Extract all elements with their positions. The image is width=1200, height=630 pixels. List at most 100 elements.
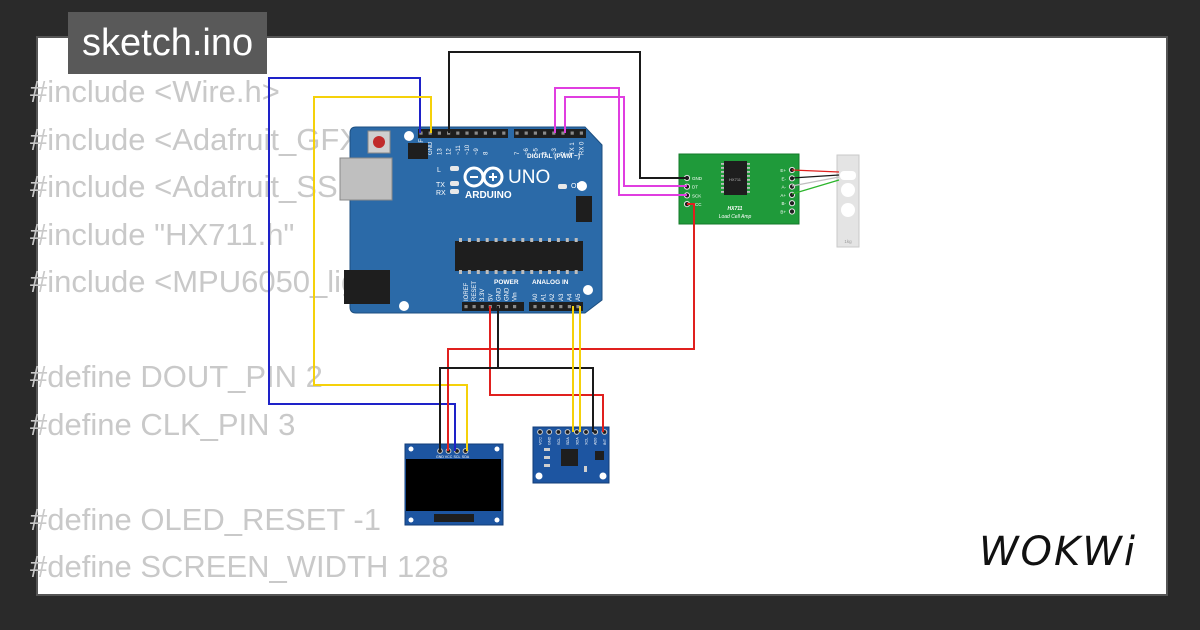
chip-pin — [476, 270, 480, 274]
header-pin[interactable] — [552, 131, 556, 135]
header-pin[interactable] — [533, 305, 537, 309]
code-line: #define OLED_RESET -1 — [30, 501, 381, 537]
header-pin[interactable] — [504, 305, 509, 309]
mount-hole — [583, 285, 593, 295]
header-pin[interactable] — [419, 131, 423, 135]
header-pin[interactable] — [576, 305, 580, 309]
load-cell[interactable]: 1kg — [836, 154, 860, 248]
hx711-pin-label: B+ — [780, 210, 786, 215]
chip-pin — [459, 238, 462, 242]
wire-loadcell-red[interactable] — [791, 169, 840, 173]
chip-pin — [747, 171, 750, 173]
header-pin[interactable] — [543, 131, 547, 135]
mpu-pin[interactable] — [555, 429, 562, 435]
mpu-pin-label: VCC — [539, 437, 543, 445]
wire-blue-scl[interactable] — [268, 77, 456, 451]
load-cell-hole — [841, 183, 855, 197]
hx711-pin[interactable] — [788, 208, 796, 215]
wire-loadcell-black[interactable] — [791, 174, 840, 179]
header-pin[interactable] — [480, 305, 484, 309]
analog-label: ANALOG IN — [532, 279, 569, 286]
header-pin[interactable] — [437, 131, 441, 135]
header-pin[interactable] — [456, 131, 460, 135]
mpu-pin[interactable] — [546, 429, 553, 435]
hx711-pin-label: A- — [782, 185, 787, 190]
mpu-pin[interactable] — [564, 429, 571, 435]
pin-label: ~9 — [474, 147, 480, 155]
header-pin[interactable] — [579, 131, 583, 135]
wire-loadcell-green[interactable] — [791, 179, 840, 195]
mpu-pin[interactable] — [537, 429, 543, 435]
header-pin[interactable] — [561, 131, 565, 135]
led-l-label: L — [437, 167, 441, 174]
pin-label: GND — [428, 141, 434, 155]
header-pin[interactable] — [465, 131, 469, 135]
header-pin[interactable] — [559, 305, 563, 309]
pin-label: A4 — [567, 293, 573, 301]
mpu-pin[interactable] — [583, 429, 589, 435]
hx711-pin-label: DT — [692, 185, 698, 190]
wokwi-logo-text: WOKWi — [979, 529, 1137, 575]
mount-hole — [399, 301, 409, 311]
canvas-card — [36, 36, 1168, 596]
mount-hole — [494, 517, 500, 523]
mount-hole — [494, 446, 500, 452]
wire-magenta-sck[interactable] — [564, 96, 687, 187]
wire-red-vcc-hx[interactable] — [489, 203, 695, 350]
header-pin[interactable] — [447, 131, 451, 135]
wire-loadcell-white[interactable] — [791, 176, 840, 187]
load-cell-gauge — [840, 171, 856, 180]
header-pin[interactable] — [474, 131, 478, 135]
pin-label: ~3 — [552, 147, 558, 155]
wokwi-logo[interactable]: WOKWi — [975, 525, 1155, 581]
header-pin[interactable] — [550, 305, 554, 309]
load-cell-hole — [841, 203, 855, 217]
hx711-pin-label: A+ — [780, 193, 786, 198]
header-pin[interactable] — [472, 305, 476, 309]
header-pin[interactable] — [570, 131, 574, 135]
wire-magenta-dt[interactable] — [554, 87, 687, 196]
icsp2-header — [576, 196, 592, 222]
filename-tab[interactable]: sketch.ino — [68, 12, 268, 74]
reset-button-cap[interactable] — [373, 136, 385, 148]
pin-label: 13 — [437, 148, 443, 155]
wire-red-vcc-mpu[interactable] — [489, 349, 604, 432]
mpu-pin[interactable] — [573, 429, 580, 435]
header-pin[interactable] — [542, 305, 546, 309]
header-pin[interactable] — [483, 131, 487, 135]
header-pin[interactable] — [515, 131, 519, 135]
pin-label: A2 — [550, 293, 556, 301]
header-pin[interactable] — [493, 131, 497, 135]
arduino-brand: ARDUINO — [465, 190, 512, 201]
header-pin[interactable] — [533, 131, 537, 135]
chip-pin — [494, 238, 498, 242]
header-pin[interactable] — [464, 305, 468, 309]
wire-red-vcc-oled[interactable] — [447, 348, 490, 451]
mpu-smd — [544, 448, 550, 451]
header-pin[interactable] — [524, 131, 528, 135]
header-pin[interactable] — [428, 131, 432, 135]
wire-black-gnd-oled[interactable] — [439, 306, 499, 451]
wire-black-gnd-mpu[interactable] — [498, 367, 594, 432]
chip-pin — [556, 270, 560, 274]
chip-pin — [503, 238, 507, 242]
mount-hole — [535, 472, 543, 480]
pin-label: A3 — [559, 293, 565, 301]
chip-pin — [574, 238, 578, 242]
hx711-pin[interactable] — [788, 200, 796, 207]
chip-pin — [539, 238, 543, 242]
wire-yellow-sda[interactable] — [313, 96, 468, 451]
hx711-title: HX711 — [728, 206, 743, 212]
chip-pin — [574, 270, 578, 274]
hx711-pin[interactable] — [788, 183, 796, 190]
header-pin[interactable] — [502, 131, 506, 135]
pin-label: ~6 — [524, 147, 530, 155]
header-pin[interactable] — [567, 305, 571, 309]
header-pin[interactable] — [513, 305, 517, 309]
power-jack — [344, 270, 390, 304]
wire-black-gnd-top[interactable] — [448, 51, 687, 179]
